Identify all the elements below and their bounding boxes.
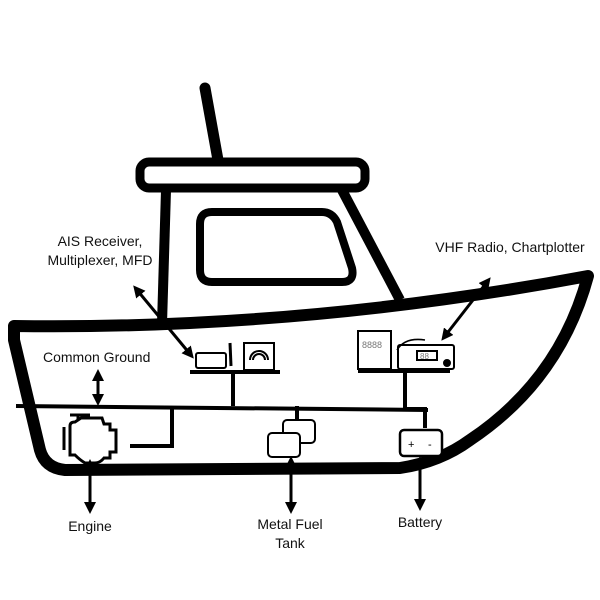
ais-receiver-icon <box>195 342 233 369</box>
battery-minus: - <box>428 439 432 451</box>
radio-digits: 88 <box>420 352 429 361</box>
cabin-roof <box>135 157 370 193</box>
fuel-tank-icon <box>267 419 316 458</box>
wiring <box>15 369 450 448</box>
label-engine: Engine <box>68 518 112 534</box>
label-vhf: VHF Radio, Chartplotter <box>435 239 585 255</box>
ais-line2: Multiplexer, MFD <box>47 252 153 268</box>
tank-line1: Metal Fuel <box>257 516 323 532</box>
chartplotter-digits: 8888 <box>362 340 382 350</box>
label-ais: AIS Receiver, Multiplexer, MFD <box>30 232 170 270</box>
engine-icon <box>62 413 118 465</box>
mfd-icon <box>243 342 275 371</box>
battery-icon <box>398 428 444 458</box>
chartplotter-icon <box>357 330 392 370</box>
vhf-radio-icon <box>396 338 455 370</box>
arrows <box>84 277 491 514</box>
tank-line2: Tank <box>275 535 305 551</box>
label-common-ground: Common Ground <box>43 349 151 365</box>
cabin-wall-right <box>337 187 405 303</box>
mast <box>199 82 224 166</box>
battery-plus: + <box>408 439 414 451</box>
ais-line1: AIS Receiver, <box>57 233 143 249</box>
label-battery: Battery <box>397 514 443 530</box>
cabin-window <box>196 208 357 286</box>
